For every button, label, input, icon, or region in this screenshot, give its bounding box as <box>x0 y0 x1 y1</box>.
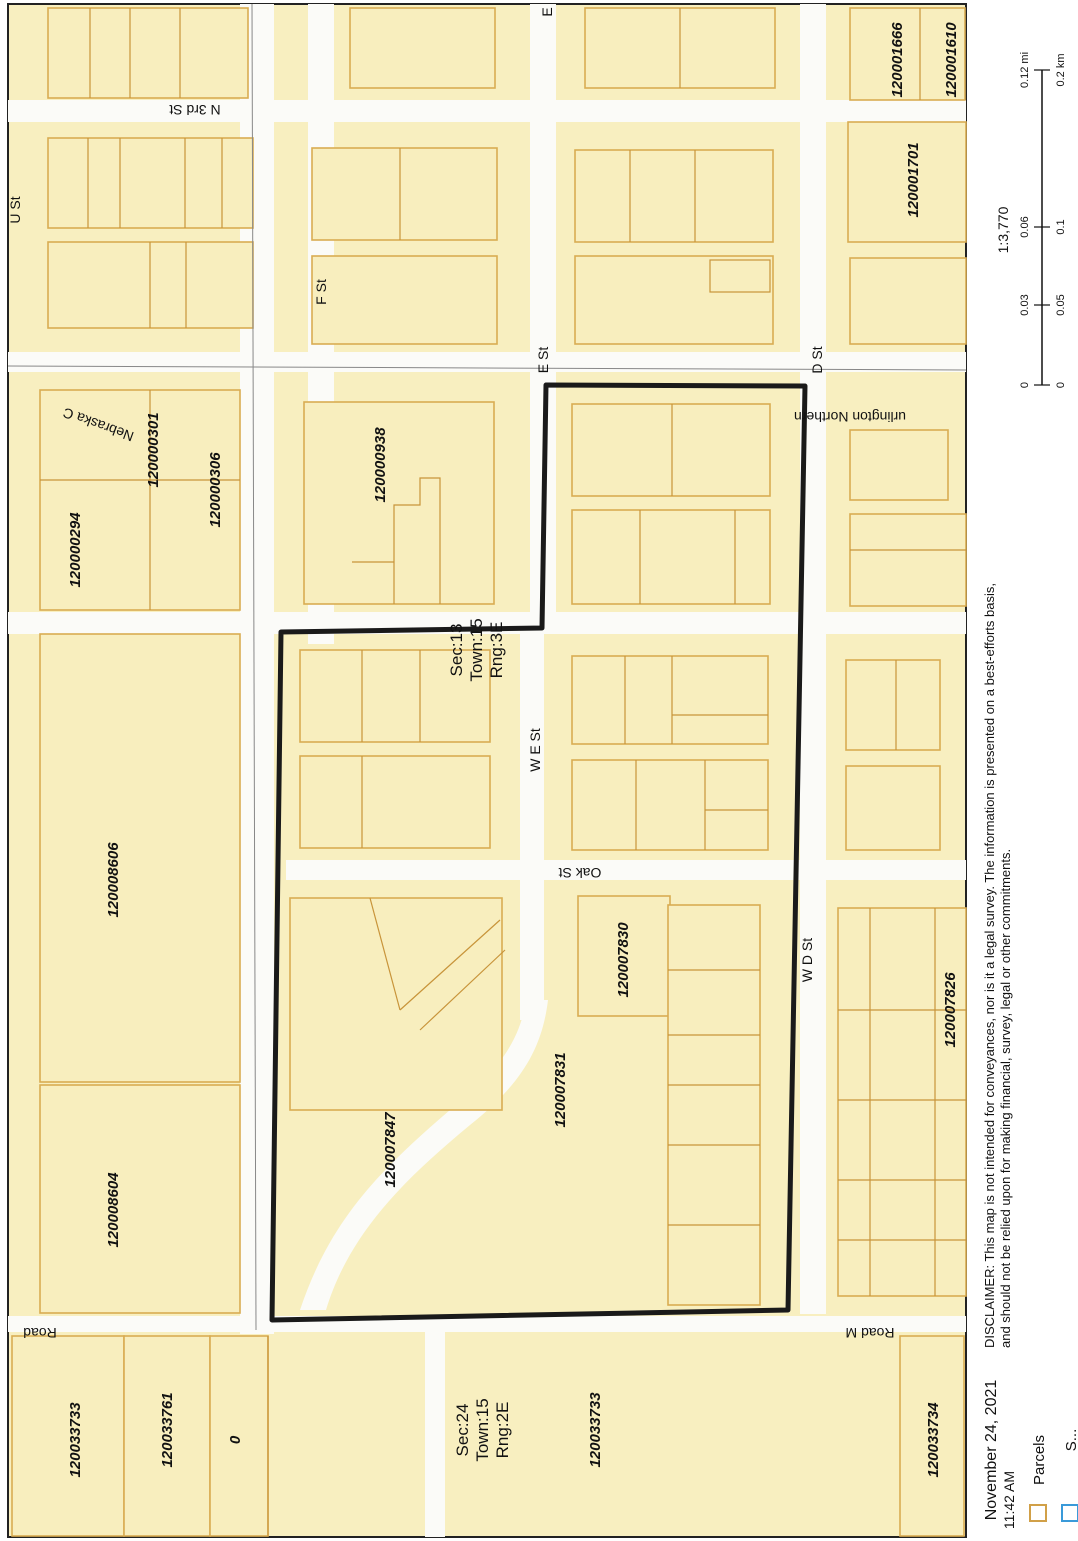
road-curve <box>300 1000 548 1310</box>
parcel-label[interactable]: 120033733 <box>67 1402 84 1478</box>
street-label-f-st: F St <box>313 279 329 305</box>
blocks-top-left <box>47 7 966 329</box>
scale-mi-3: 0.12 mi <box>1019 52 1031 88</box>
street-label-w-e-st: W E St <box>527 728 543 772</box>
street-label-road-m-left: Road <box>23 1325 56 1341</box>
railroad-line <box>7 3 967 1331</box>
road-w-e-st <box>520 620 544 1020</box>
street-label-e-top: E <box>539 7 555 16</box>
legend-parcels-label[interactable]: Parcels <box>1031 1435 1048 1485</box>
street-label-w-d-st: W D St <box>799 938 815 982</box>
scale-mi-1: 0.03 <box>1019 294 1031 315</box>
street-label-u-st: U St <box>7 196 23 223</box>
disclaimer-line-2: and should not be relied upon for making… <box>998 849 1013 1348</box>
scale-mi-2: 0.06 <box>1019 216 1031 237</box>
parcel-label[interactable]: 120007831 <box>552 1052 569 1127</box>
print-date: November 24, 2021 <box>983 1380 1000 1521</box>
legend-sections-label[interactable]: S... <box>1063 1429 1078 1452</box>
section-label-13-line3: Rng:3E <box>487 622 506 679</box>
map-footer: November 24, 2021 11:42 AM DISCLAIMER: T… <box>982 52 1078 1529</box>
blocks-middle-row <box>39 389 967 611</box>
section-label-24-line1: Sec:24 <box>453 1404 472 1457</box>
parcel-label[interactable]: 120008604 <box>105 1172 122 1248</box>
section-label-24-line2: Town:15 <box>473 1398 492 1461</box>
section-label-24-line3: Rng:2E <box>493 1402 512 1459</box>
section-label-13-line2: Town:15 <box>467 618 486 681</box>
parcel-label[interactable]: 120000301 <box>145 412 162 487</box>
blocks-bottom <box>11 895 967 1537</box>
parcel-label[interactable]: 120033734 <box>925 1402 942 1478</box>
disclaimer-line-1: DISCLAIMER: This map is not intended for… <box>982 583 997 1348</box>
parcel-label[interactable]: 120007826 <box>942 972 959 1048</box>
study-area-boundary <box>269 382 808 1323</box>
scale-ratio: 1:3,770 <box>995 206 1011 253</box>
parcel-label[interactable]: 120000294 <box>67 512 84 588</box>
street-label-road-m-right: Road M <box>845 1325 894 1341</box>
section-label-13-line1: Sec:13 <box>447 624 466 677</box>
parcel-label[interactable]: 120033733 <box>587 1392 604 1468</box>
parcel-label[interactable]: 120000306 <box>207 452 224 528</box>
road-sec24-vertical <box>425 1332 445 1537</box>
parcel-square-icon <box>1029 1504 1047 1522</box>
parcel-label[interactable]: 120007847 <box>382 1112 399 1188</box>
scale-mi-0: 0 <box>1019 382 1031 388</box>
print-time: 11:42 AM <box>1001 1471 1017 1529</box>
parcel-label[interactable]: 120033761 <box>159 1392 176 1467</box>
scale-ticks <box>1034 69 1050 386</box>
road-n-3rd-st <box>8 100 966 122</box>
street-label-e-st: E St <box>535 347 551 374</box>
scale-km-0: 0 <box>1055 382 1067 388</box>
parcel-label[interactable]: 0 <box>227 1435 244 1444</box>
parcel-label[interactable]: 120007830 <box>615 922 632 998</box>
road-d-st <box>800 4 826 1314</box>
scale-km-1: 0.05 <box>1055 294 1067 315</box>
parcel-label[interactable]: 120008606 <box>105 842 122 918</box>
blocks-lower-middle <box>39 633 941 1083</box>
blocks-second-row <box>311 121 967 345</box>
parcel-label[interactable]: 120001610 <box>943 22 960 98</box>
street-label-oak-st: Oak St <box>558 865 601 881</box>
road-m <box>8 1316 966 1332</box>
street-label-burlington: urlington Northern <box>794 409 906 425</box>
parcel-label[interactable]: 120001666 <box>889 22 906 98</box>
scale-km-2: 0.1 <box>1055 219 1067 234</box>
street-label-n3rd: N 3rd St <box>169 102 220 118</box>
section-square-icon <box>1061 1504 1078 1522</box>
street-label-d-st: D St <box>809 346 825 373</box>
road-oak-st <box>286 860 966 880</box>
parcel-label[interactable]: 120001701 <box>905 142 922 217</box>
scale-km-3: 0.2 km <box>1055 53 1067 86</box>
parcel-label[interactable]: 120000938 <box>372 427 389 503</box>
road-mid-block <box>8 612 966 634</box>
